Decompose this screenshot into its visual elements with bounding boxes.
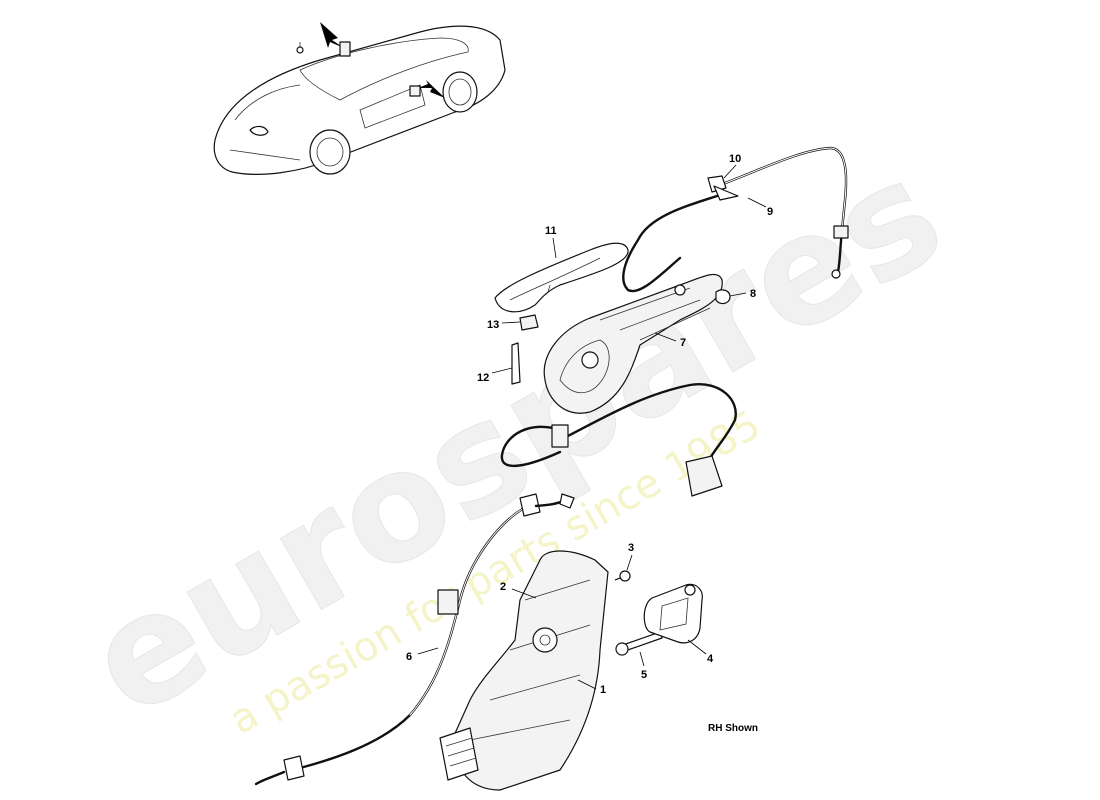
cable-assembly-9: [622, 146, 849, 293]
arrow-icon: [320, 22, 344, 48]
callout-8: 8: [750, 288, 756, 300]
arrow-icon: [418, 80, 445, 98]
callouts: 1 2 3 4 5 6 7 8 9 10 11 12 13: [406, 153, 773, 696]
callout-5: 5: [641, 669, 647, 681]
callout-9: 9: [767, 206, 773, 218]
callout-10: 10: [729, 153, 741, 165]
cable-loop: [500, 383, 737, 497]
striker-4: [643, 583, 703, 644]
callout-11: 11: [545, 225, 557, 237]
mechanism-7: [543, 273, 731, 414]
handle-11: [494, 242, 629, 313]
callout-2: 2: [500, 581, 506, 593]
latch-1: [439, 550, 609, 791]
clip-13: [519, 314, 539, 331]
screw-3: [614, 570, 631, 582]
callout-4: 4: [707, 653, 714, 665]
screw-5: [615, 631, 663, 656]
callout-1: 1: [600, 684, 606, 696]
cable-6: [254, 493, 575, 786]
key-12: [511, 342, 521, 385]
car-illustration: [213, 22, 506, 175]
callout-7: 7: [680, 337, 686, 349]
callout-3: 3: [628, 542, 634, 554]
rh-shown-note: RH Shown: [708, 723, 758, 734]
callout-6: 6: [406, 651, 412, 663]
callout-13: 13: [487, 319, 499, 331]
callout-12: 12: [477, 372, 489, 384]
